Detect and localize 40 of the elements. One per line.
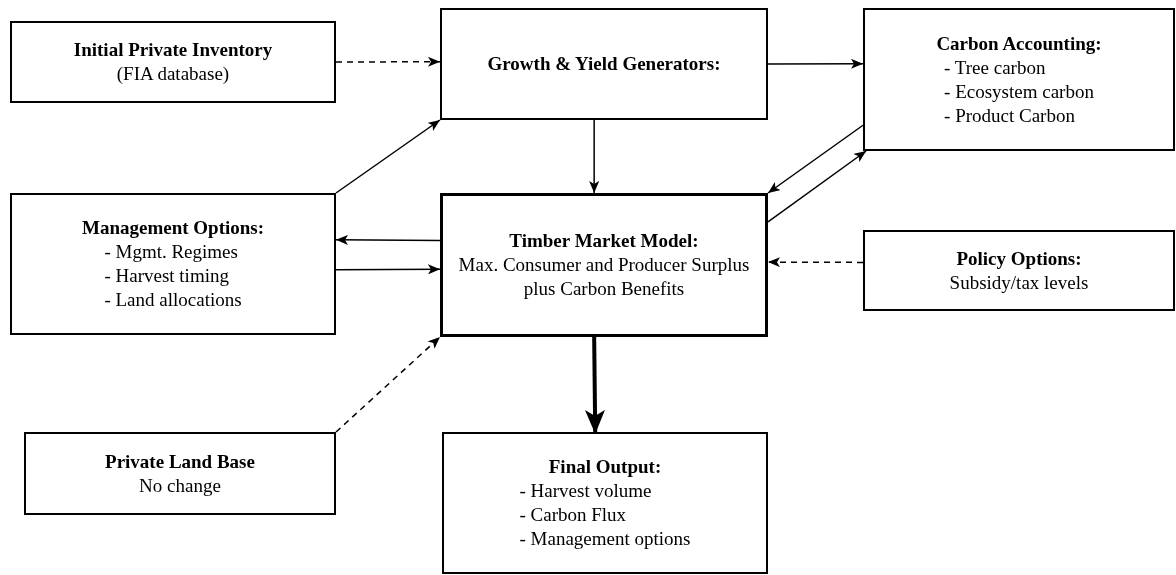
arrow bbox=[335, 119, 441, 194]
arrow bbox=[335, 336, 441, 433]
arrow bbox=[767, 150, 867, 223]
process-box bbox=[24, 432, 336, 515]
box-heading: Private Land Base bbox=[105, 449, 255, 474]
box-heading: Growth & Yield Generators: bbox=[487, 52, 721, 76]
arrow bbox=[335, 264, 441, 275]
list-item: - Management options bbox=[519, 527, 691, 551]
list-item: - Product Carbon bbox=[944, 103, 1075, 128]
process-box bbox=[442, 432, 768, 574]
process-box bbox=[440, 8, 768, 120]
process-box bbox=[863, 8, 1175, 151]
box-text: Max. Consumer and Producer Surplus plus Carbon Benefits bbox=[457, 253, 751, 301]
box-text: (FIA database) bbox=[116, 62, 230, 86]
list-item: - Carbon Flux bbox=[519, 503, 627, 527]
list-item: - Harvest timing bbox=[104, 264, 229, 288]
arrow bbox=[589, 119, 600, 194]
box-text: Subsidy/tax levels bbox=[949, 270, 1089, 295]
box-heading: Policy Options: bbox=[956, 246, 1082, 271]
process-box bbox=[440, 193, 768, 337]
process-box bbox=[863, 230, 1175, 311]
box-text: No change bbox=[139, 473, 221, 498]
list-item: - Tree carbon bbox=[944, 55, 1046, 80]
box-heading: Initial Private Inventory bbox=[73, 38, 273, 62]
arrow bbox=[767, 257, 864, 268]
list-item: - Mgmt. Regimes bbox=[104, 240, 238, 264]
box-heading: Management Options: bbox=[81, 216, 265, 240]
arrow bbox=[335, 234, 441, 245]
process-box bbox=[10, 21, 336, 103]
arrow bbox=[335, 56, 441, 67]
box-heading: Timber Market Model: bbox=[509, 229, 699, 253]
process-box bbox=[10, 193, 336, 335]
list-item: - Land allocations bbox=[104, 288, 242, 312]
list-item: - Ecosystem carbon bbox=[944, 79, 1094, 104]
arrow bbox=[767, 124, 864, 194]
list-item: - Harvest volume bbox=[519, 479, 652, 503]
box-heading: Carbon Accounting: bbox=[936, 31, 1102, 56]
box-heading: Final Output: bbox=[548, 455, 662, 479]
arrow bbox=[585, 336, 605, 434]
arrow bbox=[767, 58, 864, 69]
